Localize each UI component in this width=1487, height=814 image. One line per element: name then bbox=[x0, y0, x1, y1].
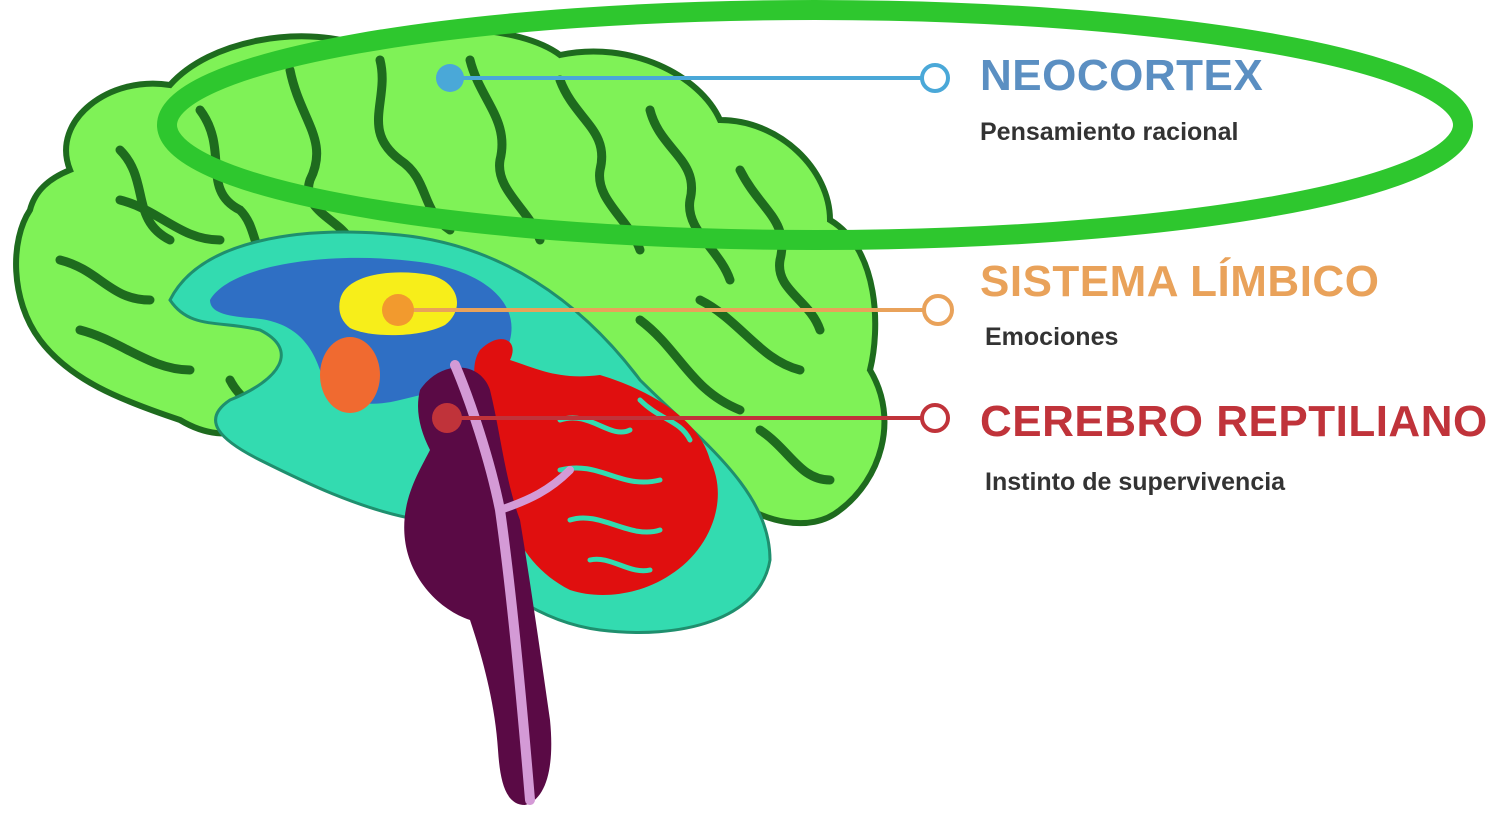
reptilian-subtitle: Instinto de supervivencia bbox=[985, 470, 1285, 495]
reptilian-title: CEREBRO REPTILIANO bbox=[980, 400, 1487, 444]
neocortex-anchor-dot bbox=[436, 64, 464, 92]
neocortex-end-ring bbox=[922, 65, 948, 91]
reptilian-end-ring bbox=[922, 405, 948, 431]
neocortex-title: NEOCORTEX bbox=[980, 54, 1263, 98]
limbic-subtitle: Emociones bbox=[985, 325, 1118, 350]
reptilian-anchor-dot bbox=[432, 403, 462, 433]
amygdala-shape bbox=[320, 337, 380, 413]
limbic-end-ring bbox=[924, 296, 952, 324]
neocortex-subtitle: Pensamiento racional bbox=[980, 120, 1238, 145]
limbic-title: SISTEMA LÍMBICO bbox=[980, 260, 1379, 304]
limbic-anchor-dot bbox=[382, 294, 414, 326]
